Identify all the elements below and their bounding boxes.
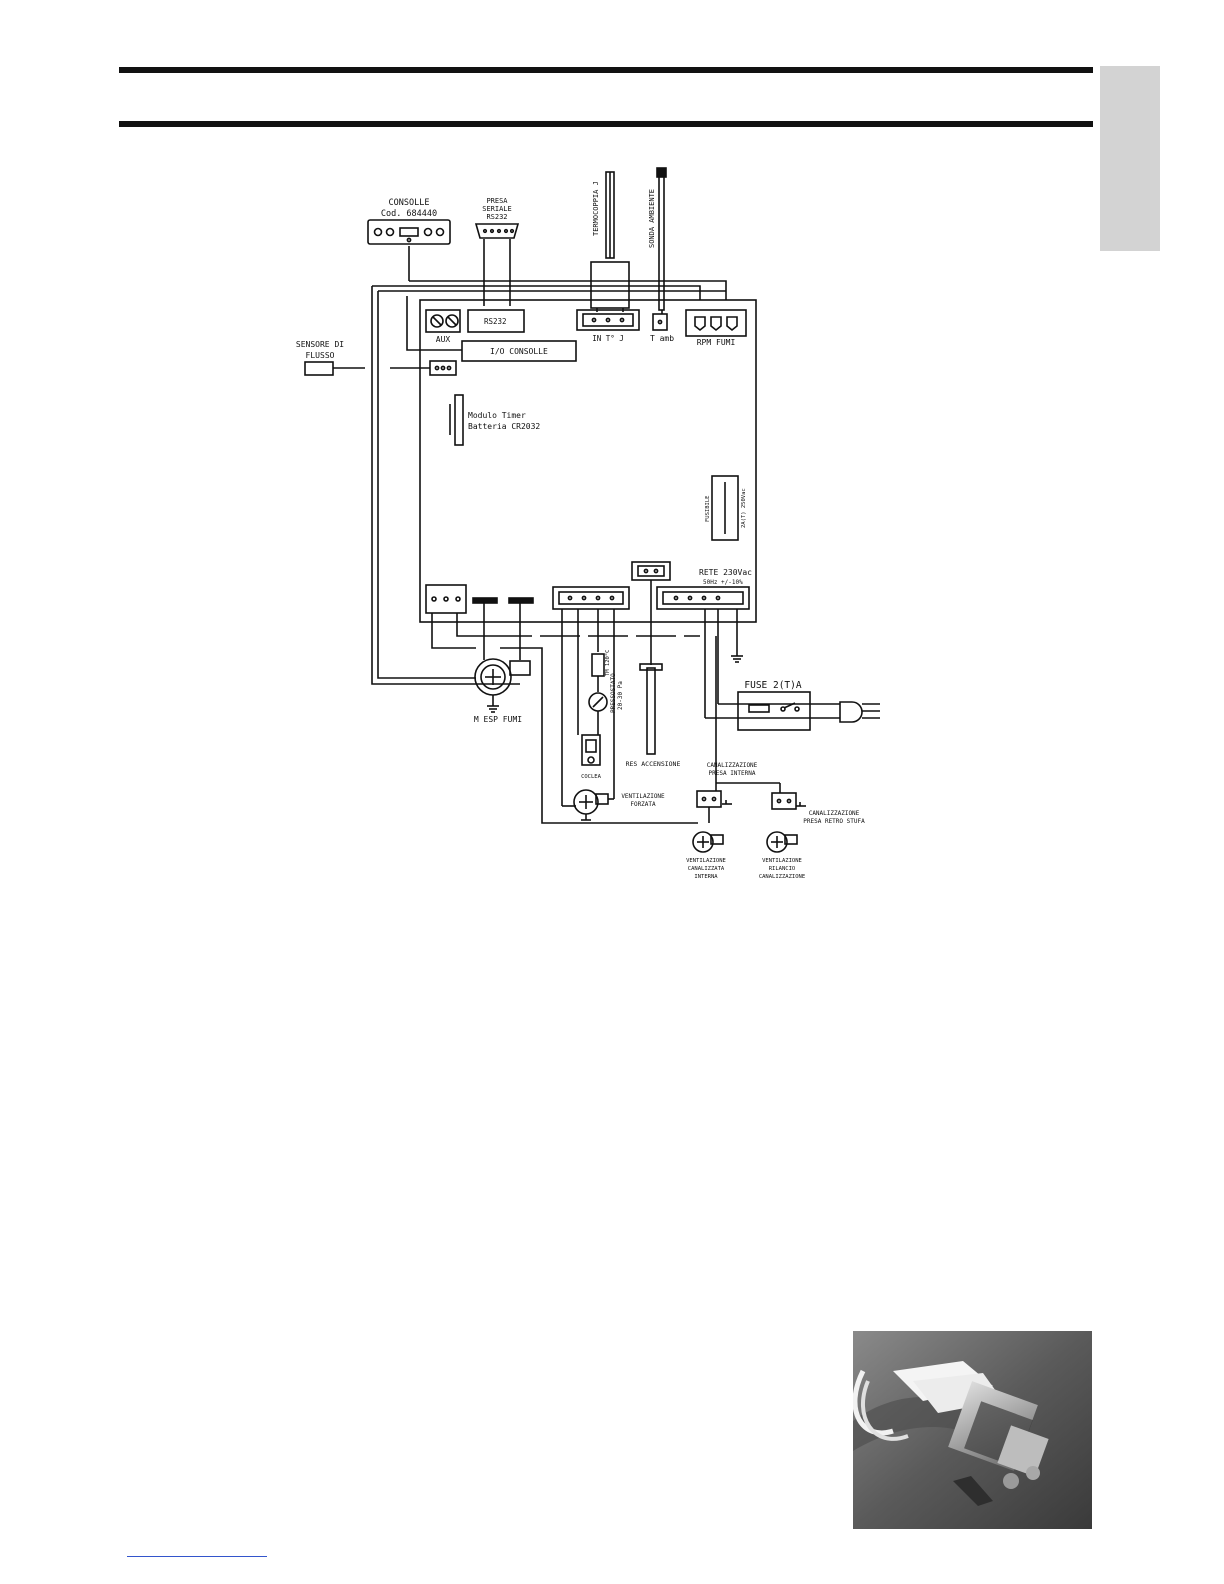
label-vrc-3: CANALIZZAZIONE: [759, 874, 805, 880]
canal-rear-connector: [771, 792, 797, 810]
label-sonda-ambiente: SONDA AMBIENTE: [648, 189, 656, 248]
label-canal-int-1: CANALIZZAZIONE: [707, 762, 758, 769]
rpm-fumi-connector: [685, 309, 747, 337]
label-pressostato-range: 20-30 Pa: [617, 681, 624, 710]
rs232-connector: [467, 309, 525, 333]
consolle-unit: [367, 219, 451, 245]
label-canal-retro-2: PRESA RETRO STUFA: [803, 818, 865, 825]
label-vci-2: CANALIZZATA: [688, 866, 725, 872]
label-vrc-1: VENTILAZIONE: [762, 858, 802, 864]
label-consolle-code: Cod. 684440: [381, 209, 437, 219]
canal-internal-connector: [696, 790, 722, 808]
control-board: [419, 299, 757, 623]
label-res-accensione: RES ACCENSIONE: [626, 760, 681, 768]
label-rpm-fumi: RPM FUMI: [697, 338, 736, 347]
footer-link-underline: [127, 1556, 267, 1557]
label-aux: AUX: [436, 335, 451, 344]
t-amb-connector: [652, 313, 668, 331]
header-rule-bottom: [119, 121, 1093, 127]
label-coclea: COCLEA: [581, 774, 602, 780]
label-batteria: Batteria CR2032: [468, 422, 540, 431]
label-io-consolle: I/O CONSOLLE: [490, 347, 548, 356]
header-rule-top: [119, 67, 1093, 73]
label-sensore-2: FLUSSO: [306, 351, 335, 360]
mains-plug: [839, 701, 863, 723]
label-ventilazione-forzata-2: FORZATA: [630, 801, 656, 808]
label-vrc-2: RILANCIO: [769, 866, 796, 872]
label-fuse-2ta: FUSE 2(T)A: [744, 680, 801, 691]
aux-terminal: [425, 309, 461, 333]
label-seriale: SERIALE: [482, 205, 512, 213]
timer-module: [454, 394, 464, 446]
label-presa: PRESA: [486, 197, 508, 205]
internal-canal-fan: [692, 831, 714, 853]
label-tm: TM 120°C: [605, 650, 611, 677]
thermal-switch: [591, 653, 605, 677]
label-rete-freq: 50Hz +/-10%: [703, 579, 743, 586]
label-t-amb: T amb: [650, 334, 674, 343]
label-pressostato: PRESSOSTATO: [610, 673, 617, 713]
page-tab: [1100, 66, 1160, 251]
label-vci-3: INTERNA: [694, 874, 718, 880]
flow-sensor-connector: [429, 360, 457, 376]
int-j-connector: [576, 309, 640, 331]
loads-connector: [552, 586, 630, 610]
label-rs232-top: RS232: [486, 213, 507, 221]
label-ventilazione-forzata-1: VENTILAZIONE: [621, 793, 665, 800]
label-sensore-1: SENSORE DI: [296, 340, 344, 349]
coclea-motor: [581, 734, 601, 766]
label-fusibile-rating: 2A(T) 250Vac: [741, 488, 747, 528]
label-vci-1: VENTILAZIONE: [686, 858, 726, 864]
fuse-holder-photo: [853, 1331, 1092, 1529]
external-fuse-box: [737, 691, 811, 731]
label-rs232: RS232: [484, 317, 507, 326]
label-m-esp-fumi: M ESP FUMI: [474, 715, 522, 724]
flow-sensor: [304, 361, 334, 376]
label-consolle: CONSOLLE: [389, 198, 430, 208]
label-int-j: IN T° J: [592, 334, 624, 343]
ambient-probe: [658, 174, 665, 311]
fan-terminal: [425, 584, 467, 614]
board-fuse: [711, 475, 739, 541]
rilancio-canal-fan: [766, 831, 788, 853]
rete-connector: [656, 586, 750, 610]
label-modulo-timer: Modulo Timer: [468, 411, 526, 420]
label-canal-int-2: PRESA INTERNA: [709, 770, 756, 777]
label-rete: RETE 230Vac: [699, 568, 752, 577]
rs232-port: [474, 223, 520, 239]
label-termocoppia: TERMOCOPPIA J: [592, 181, 600, 236]
label-fusibile: FUSIBILE: [705, 496, 711, 523]
label-canal-retro-1: CANALIZZAZIONE: [809, 810, 860, 817]
io-consolle-connector: [461, 340, 577, 362]
ignition-resistor: [646, 667, 656, 755]
